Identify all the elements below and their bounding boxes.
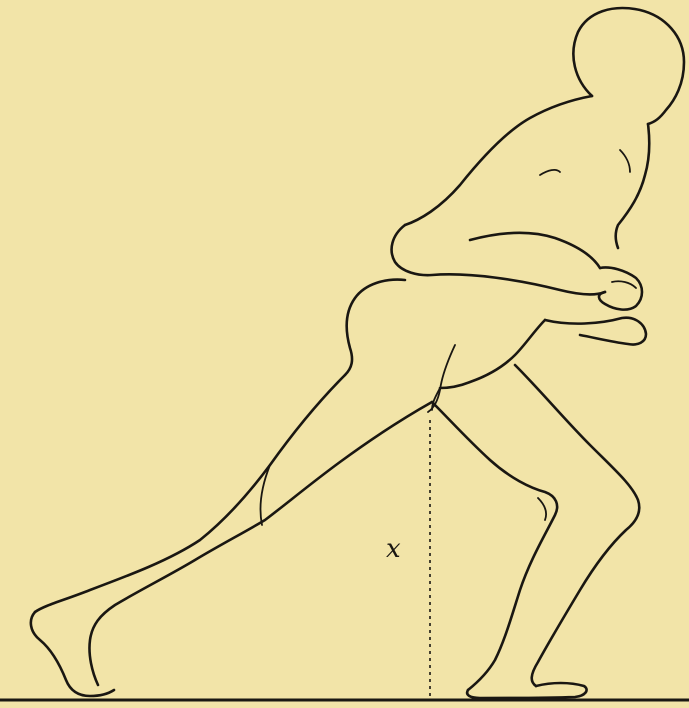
figure-rear-leg-bottom xyxy=(89,402,432,685)
figure-knee-detail xyxy=(538,498,546,520)
figure-back xyxy=(405,96,592,225)
figure-chest xyxy=(616,124,649,248)
figure-arm-upper xyxy=(470,233,600,268)
figure-front-leg-front xyxy=(515,365,639,686)
figure-belly xyxy=(440,320,545,388)
figure-head xyxy=(573,8,684,124)
measurement-label-x: x xyxy=(386,536,401,562)
figure-front-leg-back xyxy=(432,402,557,690)
figure-shoulder-detail xyxy=(620,150,630,172)
figure-rear-foot xyxy=(31,612,114,696)
figure-pectoral-detail xyxy=(540,170,560,175)
figure-front-foot xyxy=(467,683,586,698)
figure-buttock xyxy=(345,280,405,375)
figure-rear-fist xyxy=(545,318,646,345)
figure-fist-fingers xyxy=(612,281,636,288)
